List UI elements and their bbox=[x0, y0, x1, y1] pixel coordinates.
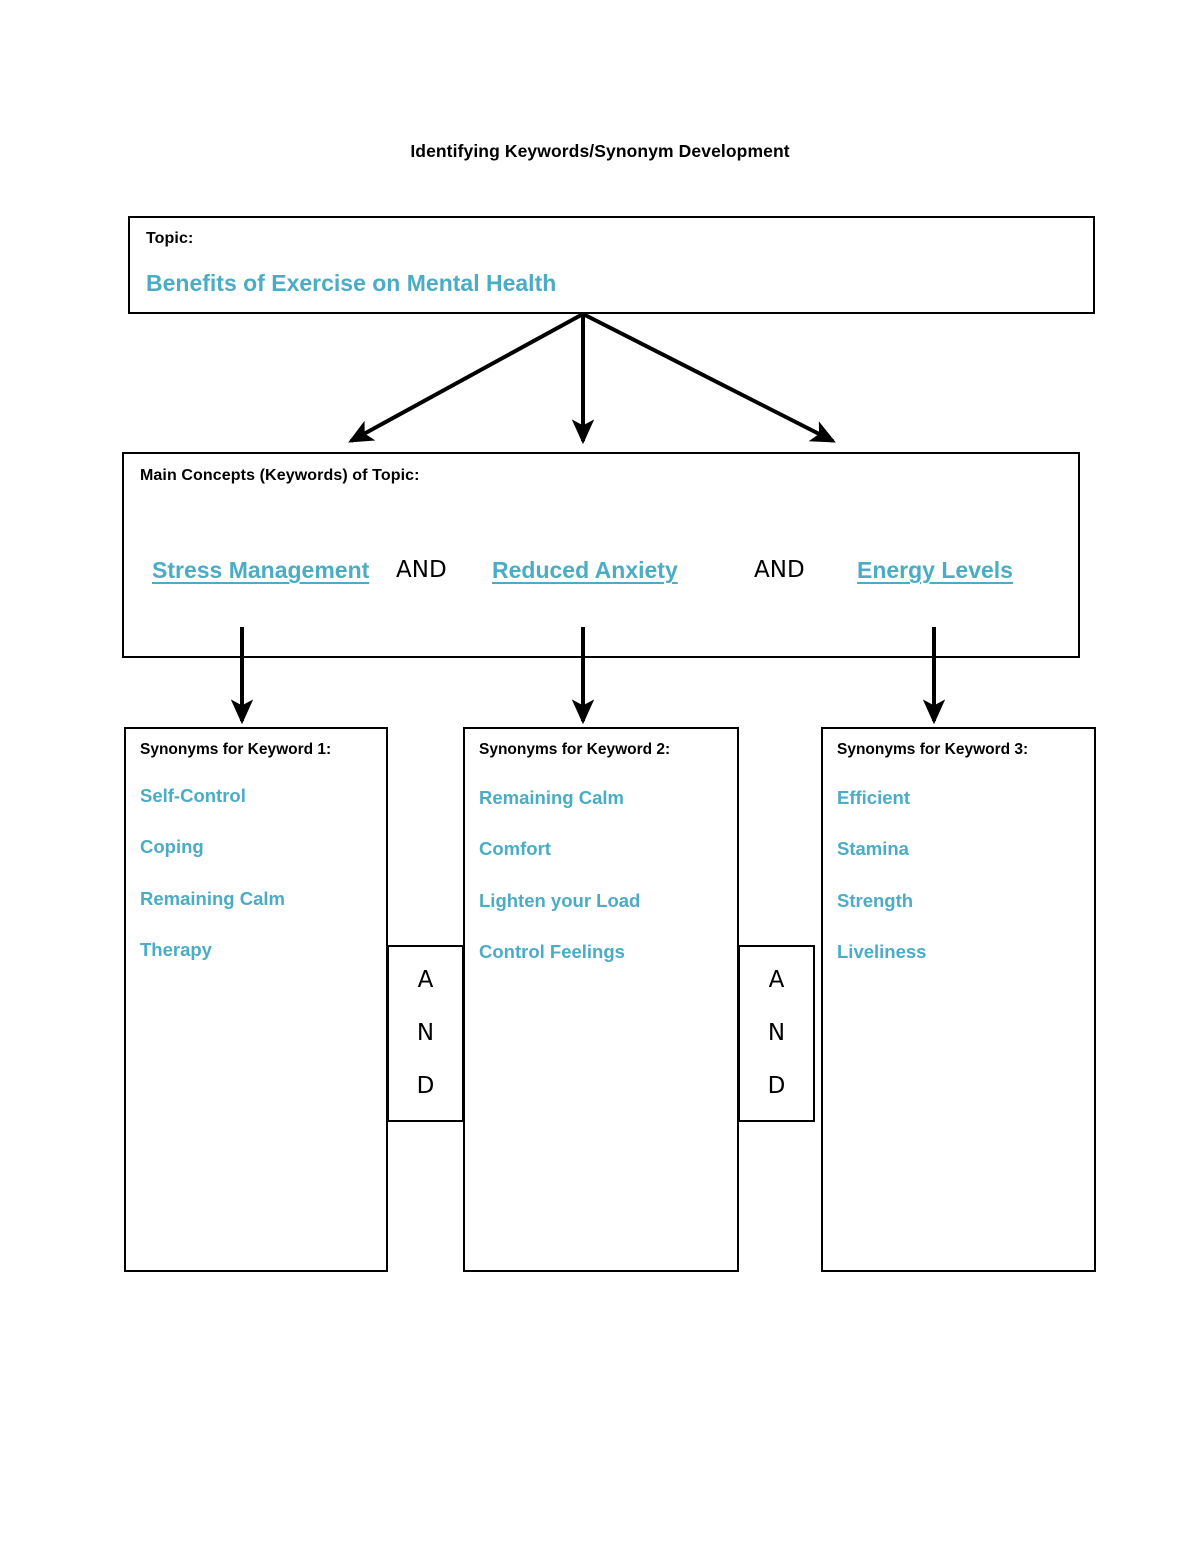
synonyms-list-3: Efficient Stamina Strength Liveliness bbox=[837, 787, 1088, 992]
main-concepts-row: Stress Management AND Reduced Anxiety AN… bbox=[124, 557, 1078, 597]
and-letter: D bbox=[416, 1073, 435, 1099]
arrow-topic-to-concepts-left bbox=[348, 312, 584, 443]
synonym-item[interactable]: Control Feelings bbox=[479, 940, 625, 962]
synonym-item[interactable]: Comfort bbox=[479, 838, 551, 860]
concept-keyword-3[interactable]: Energy Levels bbox=[857, 557, 1013, 583]
main-concepts-box[interactable]: Main Concepts (Keywords) of Topic: Stres… bbox=[122, 452, 1080, 658]
synonym-item[interactable]: Therapy bbox=[140, 938, 212, 960]
synonym-item[interactable]: Liveliness bbox=[837, 940, 927, 962]
and-letter: A bbox=[417, 967, 434, 993]
synonyms-header-3: Synonyms for Keyword 3: bbox=[837, 741, 1029, 758]
synonyms-box-3[interactable]: Synonyms for Keyword 3: Efficient Stamin… bbox=[821, 727, 1096, 1272]
concept-operator-2: AND bbox=[754, 557, 805, 583]
synonym-item[interactable]: Stamina bbox=[837, 838, 909, 860]
synonyms-header-2: Synonyms for Keyword 2: bbox=[479, 741, 671, 758]
synonym-item[interactable]: Self-Control bbox=[140, 785, 246, 806]
synonyms-list-1: Self-Control Coping Remaining Calm Thera… bbox=[140, 785, 380, 990]
and-letter: N bbox=[767, 1020, 786, 1046]
synonym-item[interactable]: Remaining Calm bbox=[140, 887, 285, 909]
synonyms-box-2[interactable]: Synonyms for Keyword 2: Remaining Calm C… bbox=[463, 727, 739, 1272]
synonyms-header-1: Synonyms for Keyword 1: bbox=[140, 741, 332, 758]
synonyms-box-1[interactable]: Synonyms for Keyword 1: Self-Control Cop… bbox=[124, 727, 388, 1272]
and-connector-1: A N D bbox=[387, 945, 464, 1122]
synonym-item[interactable]: Coping bbox=[140, 836, 204, 858]
and-letter: N bbox=[416, 1020, 435, 1046]
and-letter: A bbox=[768, 967, 785, 993]
topic-label: Topic: bbox=[146, 230, 194, 247]
arrow-topic-to-concepts-right bbox=[582, 312, 836, 443]
concept-operator-1: AND bbox=[396, 557, 447, 583]
page-title: Identifying Keywords/Synonym Development bbox=[410, 141, 790, 161]
concept-keyword-2[interactable]: Reduced Anxiety bbox=[492, 557, 678, 583]
synonym-item[interactable]: Efficient bbox=[837, 787, 910, 808]
and-letter: D bbox=[767, 1073, 786, 1099]
concept-keyword-1[interactable]: Stress Management bbox=[152, 557, 370, 583]
and-connector-2: A N D bbox=[738, 945, 815, 1122]
synonym-item[interactable]: Strength bbox=[837, 889, 914, 911]
and-connector-2-letters: A N D bbox=[740, 947, 813, 1120]
synonym-item[interactable]: Lighten your Load bbox=[479, 889, 641, 911]
main-concepts-label: Main Concepts (Keywords) of Topic: bbox=[140, 467, 420, 484]
topic-value[interactable]: Benefits of Exercise on Mental Health bbox=[146, 270, 557, 296]
and-connector-1-letters: A N D bbox=[389, 947, 462, 1120]
synonyms-list-2: Remaining Calm Comfort Lighten your Load… bbox=[479, 787, 731, 992]
topic-box[interactable]: Topic: Benefits of Exercise on Mental He… bbox=[128, 216, 1095, 314]
synonym-item[interactable]: Remaining Calm bbox=[479, 787, 624, 808]
